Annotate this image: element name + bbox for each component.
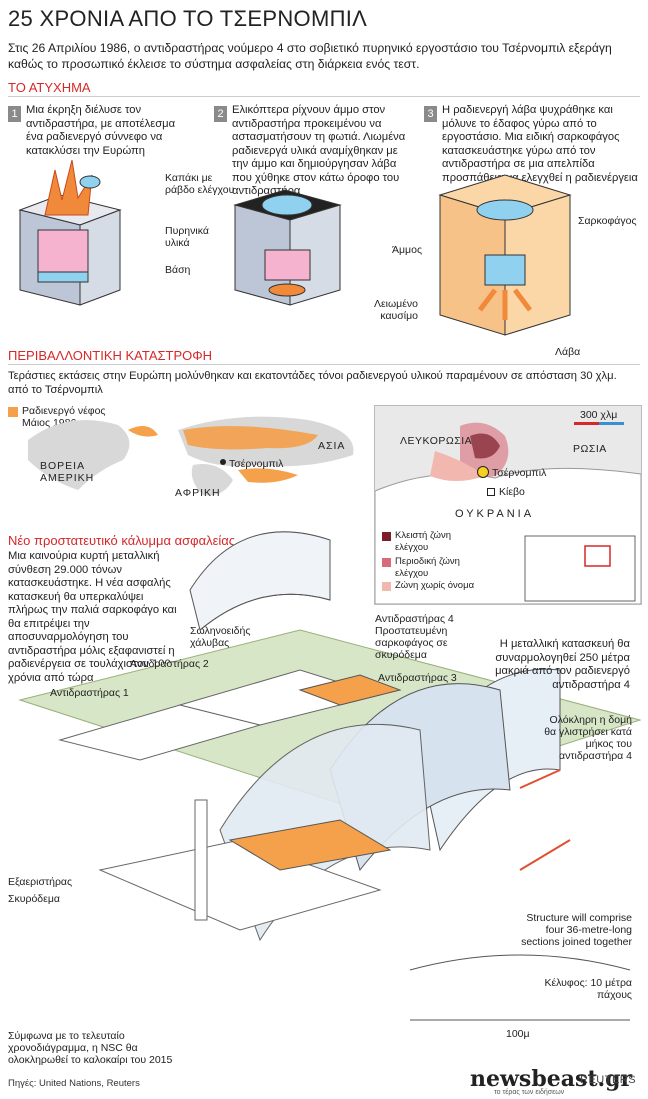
label-ventilator: Εξαεριστήρας [8, 876, 73, 888]
label-map-chernobyl: Τσέρνομπιλ [492, 467, 547, 479]
shelter-heading: Νέο προστατευτικό κάλυμμα ασφαλείας [8, 533, 236, 548]
step-text-2: Ελικόπτερα ρίχνουν άμμο στον αντιδραστήρ… [232, 104, 406, 197]
accident-heading: ΤΟ ΑΤΥΧΗΜΑ [8, 80, 91, 95]
label-kiev: Κίεβο [499, 486, 525, 498]
newsbeast-logo: newsbeast.gr [470, 1066, 633, 1092]
zone-swatch-closed [382, 532, 391, 541]
accident-illustrations [18, 160, 572, 336]
legend-swatch-cloud [8, 407, 18, 417]
label-steel: Σωληνοειδής χάλυβας [190, 625, 251, 649]
scale-bar-blue [599, 422, 624, 425]
zone-swatch-periodic [382, 558, 391, 567]
newsbeast-tagline: το τέρας των ειδήσεων [494, 1089, 565, 1096]
schedule-text: Σύμφωνα με το τελευταίο χρονοδιάγραμμα, … [8, 1030, 173, 1066]
step-text-1: Μια έκρηξη διέλυσε τον αντιδραστήρα, με … [26, 104, 176, 157]
divider [8, 96, 640, 97]
zone-periodic: Περιοδική ζώνη ελέγχου [395, 556, 460, 579]
height-label: 100μ [506, 1028, 530, 1040]
label-concrete: Σκυρόδεμα [8, 893, 60, 905]
label-north-america: ΒΟΡΕΙΑ ΑΜΕΡΙΚΗ [40, 460, 95, 484]
radiation-icon [477, 466, 489, 478]
step-number-3: 3 [424, 106, 437, 122]
reactor-sarcophagus-illustration [438, 174, 572, 336]
zone-unnamed: Ζώνη χωρίς όνομα [395, 580, 475, 591]
step-number-2: 2 [214, 106, 227, 122]
zone-swatch-unnamed [382, 582, 391, 591]
sources: Πηγές: United Nations, Reuters [8, 1078, 140, 1089]
kiev-marker-icon [487, 488, 495, 496]
label-russia: ΡΩΣΙΑ [573, 443, 607, 455]
label-reactor-2: Αντιδραστήρας 2 [130, 658, 209, 670]
reactor-explosion-illustration [18, 160, 122, 306]
map-scale: 300 χλμ [580, 409, 618, 421]
label-base: Βάση [165, 264, 191, 276]
label-sand: Άμμος [392, 244, 423, 256]
label-reactor-4: Αντιδραστήρας 4 Προστατευμένη σαρκοφάγος… [375, 613, 454, 661]
step-number-1: 1 [8, 106, 21, 122]
label-ukraine: ΟΥΚΡΑΝΙΑ [455, 508, 535, 520]
label-fuel: Πυρηνικά υλικά [165, 225, 209, 249]
sections-text: Structure will comprise four 36-metre-lo… [521, 912, 632, 948]
regional-map [374, 405, 642, 605]
intro-text: Στις 26 Απριλίου 1986, ο αντιδραστήρας ν… [8, 41, 612, 71]
label-sarcophagus: Σαρκοφάγος [578, 215, 637, 227]
page-title: 25 ΧΡΟΝΙΑ ΑΠΟ ΤΟ ΤΣΕΡΝΟΜΠΙΛ [8, 6, 368, 31]
reactor-sand-illustration [233, 189, 342, 306]
label-lid: Καπάκι με ράβδο ελέγχου [165, 172, 235, 196]
label-belarus: ΛΕΥΚΟΡΩΣΙΑ [400, 435, 473, 447]
divider [8, 364, 640, 365]
slide-text: Ολόκληρη η δομή θα γλιστρήσει κατά μήκος… [544, 714, 632, 762]
label-asia: ΑΣΙΑ [318, 440, 346, 452]
label-melted-fuel: Λειωμένο καυσίμο [373, 298, 418, 322]
label-reactor-3: Αντιδραστήρας 3 [378, 672, 457, 684]
step-text-3: Η ραδιενεργή λάβα ψυχράθηκε και μόλυνε τ… [442, 104, 638, 184]
world-map [28, 416, 354, 496]
assembly-text: Η μεταλλική κατασκευή θα συναρμολογηθεί … [495, 638, 630, 691]
label-world-chernobyl: Τσέρνομπιλ [229, 458, 284, 470]
shell-text: Κέλυφος: 10 μέτρα πάχους [544, 977, 633, 1001]
environment-text: Τεράστιες εκτάσεις στην Ευρώπη μολύνθηκα… [8, 370, 617, 396]
environment-heading: ΠΕΡΙΒΑΛΛΟΝΤΙΚΗ ΚΑΤΑΣΤΡΟΦΗ [8, 348, 213, 363]
shelter-text: Μια καινούρια κυρτή μεταλλική σύνθεση 29… [8, 550, 177, 684]
label-lava: Λάβα [555, 346, 581, 358]
zone-closed: Κλειστή ζώνη ελέγχου [395, 530, 451, 553]
scale-bar-red [574, 422, 599, 425]
reuters-logo: REUTERS [580, 1074, 637, 1086]
shelter-illustration [18, 531, 642, 1021]
label-reactor-1: Αντιδραστήρας 1 [50, 687, 129, 699]
label-africa: ΑΦΡΙΚΗ [175, 487, 221, 499]
arch-small [189, 531, 331, 631]
